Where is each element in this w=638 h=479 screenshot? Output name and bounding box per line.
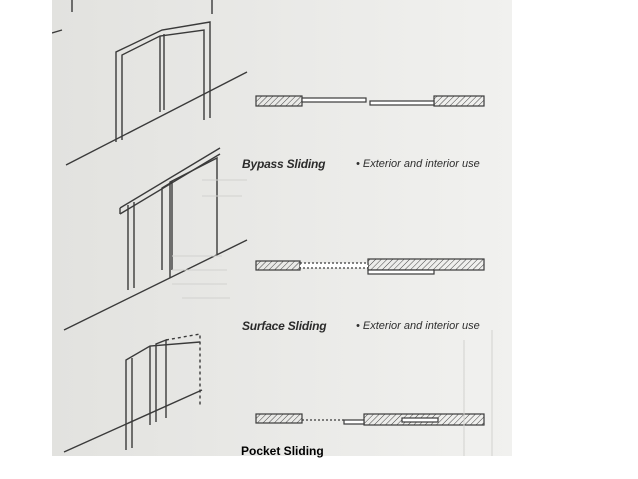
bypass-use-note: • Exterior and interior use bbox=[356, 158, 480, 170]
surface-use-note: • Exterior and interior use bbox=[356, 320, 480, 332]
surface-sliding-label: Surface Sliding bbox=[242, 319, 327, 333]
surface-plan bbox=[255, 258, 485, 275]
door-types-figure: Bypass Sliding • Exterior and interior u… bbox=[52, 0, 512, 456]
pocket-door-drawing bbox=[63, 333, 203, 453]
pocket-sliding-caption: Pocket Sliding bbox=[241, 444, 324, 458]
bypass-door-drawing bbox=[52, 0, 248, 166]
bypass-sliding-label: Bypass Sliding bbox=[242, 157, 326, 171]
bypass-plan bbox=[255, 95, 485, 107]
door-drawings bbox=[52, 0, 512, 456]
surface-door-drawing bbox=[63, 147, 248, 331]
pocket-plan bbox=[255, 413, 485, 426]
scan-texture bbox=[172, 179, 493, 456]
